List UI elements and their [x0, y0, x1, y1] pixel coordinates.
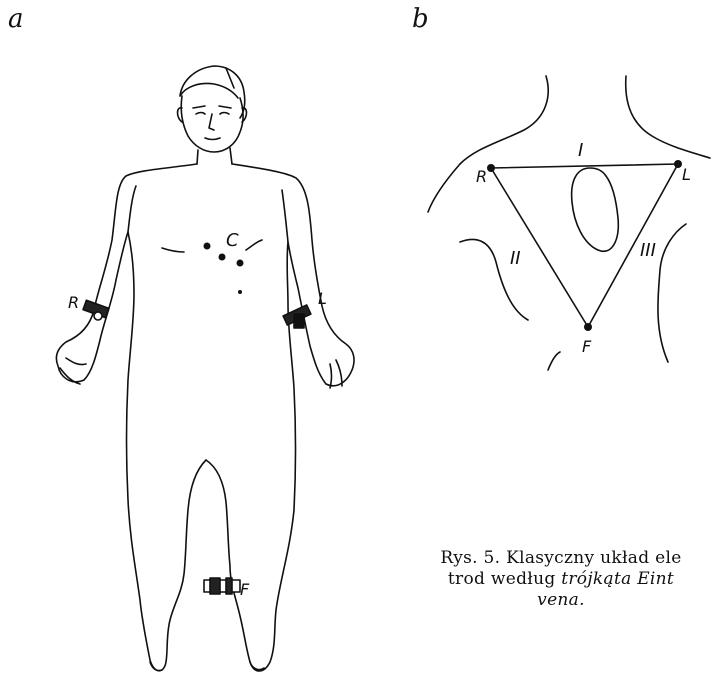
label-foot: F [240, 580, 250, 599]
caption-line-2-italic: trójkąta Eint [561, 569, 674, 589]
lead-label-2: II [510, 248, 521, 269]
caption-line-2: trod według trójkąta Eint [396, 569, 713, 590]
vertex-label-l: L [682, 165, 691, 184]
label-left-arm: L [318, 289, 327, 308]
caption-line-3-italic: vena. [537, 590, 585, 610]
electrode-foot [204, 578, 240, 594]
figure-caption: Rys. 5. Klasyczny układ ele trod według … [396, 548, 713, 611]
lead-label-3: III [640, 240, 656, 261]
lead-label-1: I [578, 140, 583, 161]
caption-line-1: Rys. 5. Klasyczny układ ele [396, 548, 713, 569]
label-right-arm: R [68, 293, 79, 312]
label-chest: C [226, 230, 239, 251]
caption-line-2-prefix: trod według [448, 569, 561, 589]
torso-outline [428, 76, 710, 370]
vertex-label-r: R [476, 167, 487, 186]
caption-line-3: vena. [396, 590, 713, 611]
vertex-label-f: F [582, 337, 592, 356]
electrode-right-arm [83, 300, 109, 320]
